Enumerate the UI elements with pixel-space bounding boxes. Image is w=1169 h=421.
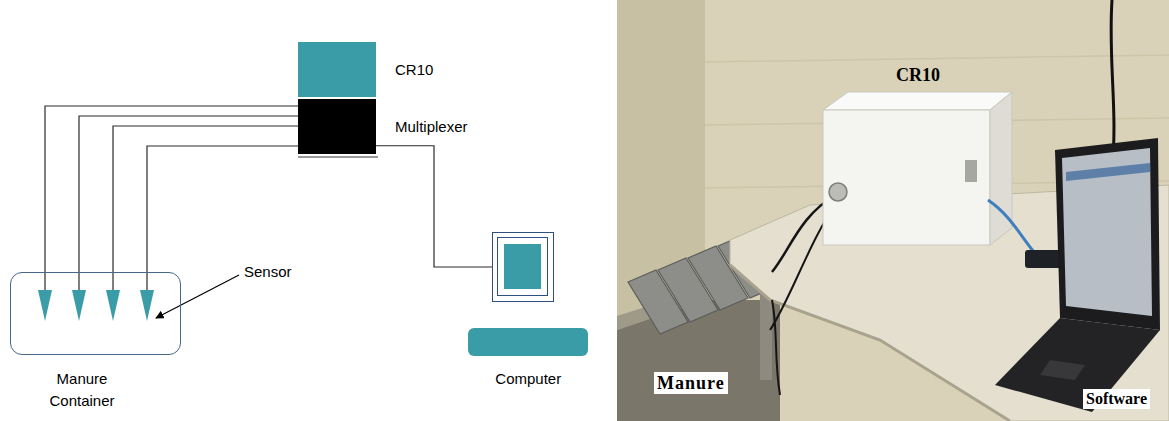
sensor-symbol [38, 290, 52, 321]
sensor-wire [79, 116, 298, 291]
logger-box-side [990, 92, 1012, 245]
table-leg [760, 292, 772, 380]
leader-line [156, 275, 239, 318]
sensor-wire [45, 106, 298, 291]
logger-name: CR10 [395, 60, 433, 80]
table-edge [730, 265, 1010, 421]
sensor-symbol [106, 290, 120, 321]
box-latch [965, 160, 977, 182]
laptop-base [995, 318, 1160, 412]
logger-box-front [823, 110, 990, 245]
container-outline: Manure Container [10, 272, 181, 355]
laptop-screen-frame [1055, 138, 1160, 330]
base-line [298, 156, 378, 158]
photo-label: CR10 [893, 64, 943, 86]
monitor-frame: Computer [492, 232, 554, 302]
sensor-wire [147, 146, 298, 291]
keyboard-symbol [468, 328, 588, 356]
container-name: Manure Container [37, 368, 127, 412]
sensor-wire [113, 126, 298, 291]
monitor-screen [504, 244, 541, 289]
laptop-touchpad [1040, 360, 1085, 380]
callout-label: Sensor [244, 262, 292, 282]
connector-line [376, 146, 492, 267]
sensor-symbol [72, 290, 86, 321]
photo-wall [617, 0, 1169, 421]
logger-box: CR10 [298, 42, 376, 97]
multiplexer-name: Multiplexer [395, 117, 468, 137]
sensor-symbol [140, 290, 154, 321]
serial-cable [988, 200, 1034, 252]
wall-joint [705, 55, 1169, 62]
window-titlebar [1066, 163, 1150, 181]
cable-gland [829, 183, 847, 201]
computer-name: Computer [495, 369, 561, 389]
laptop-screen [1062, 148, 1152, 316]
photo-label: Software [1083, 389, 1150, 409]
sensor-cable [772, 300, 780, 395]
logger-box-top [823, 92, 1012, 110]
multiplexer-box: Multiplexer [298, 99, 376, 154]
photo-label: Manure [654, 372, 728, 394]
